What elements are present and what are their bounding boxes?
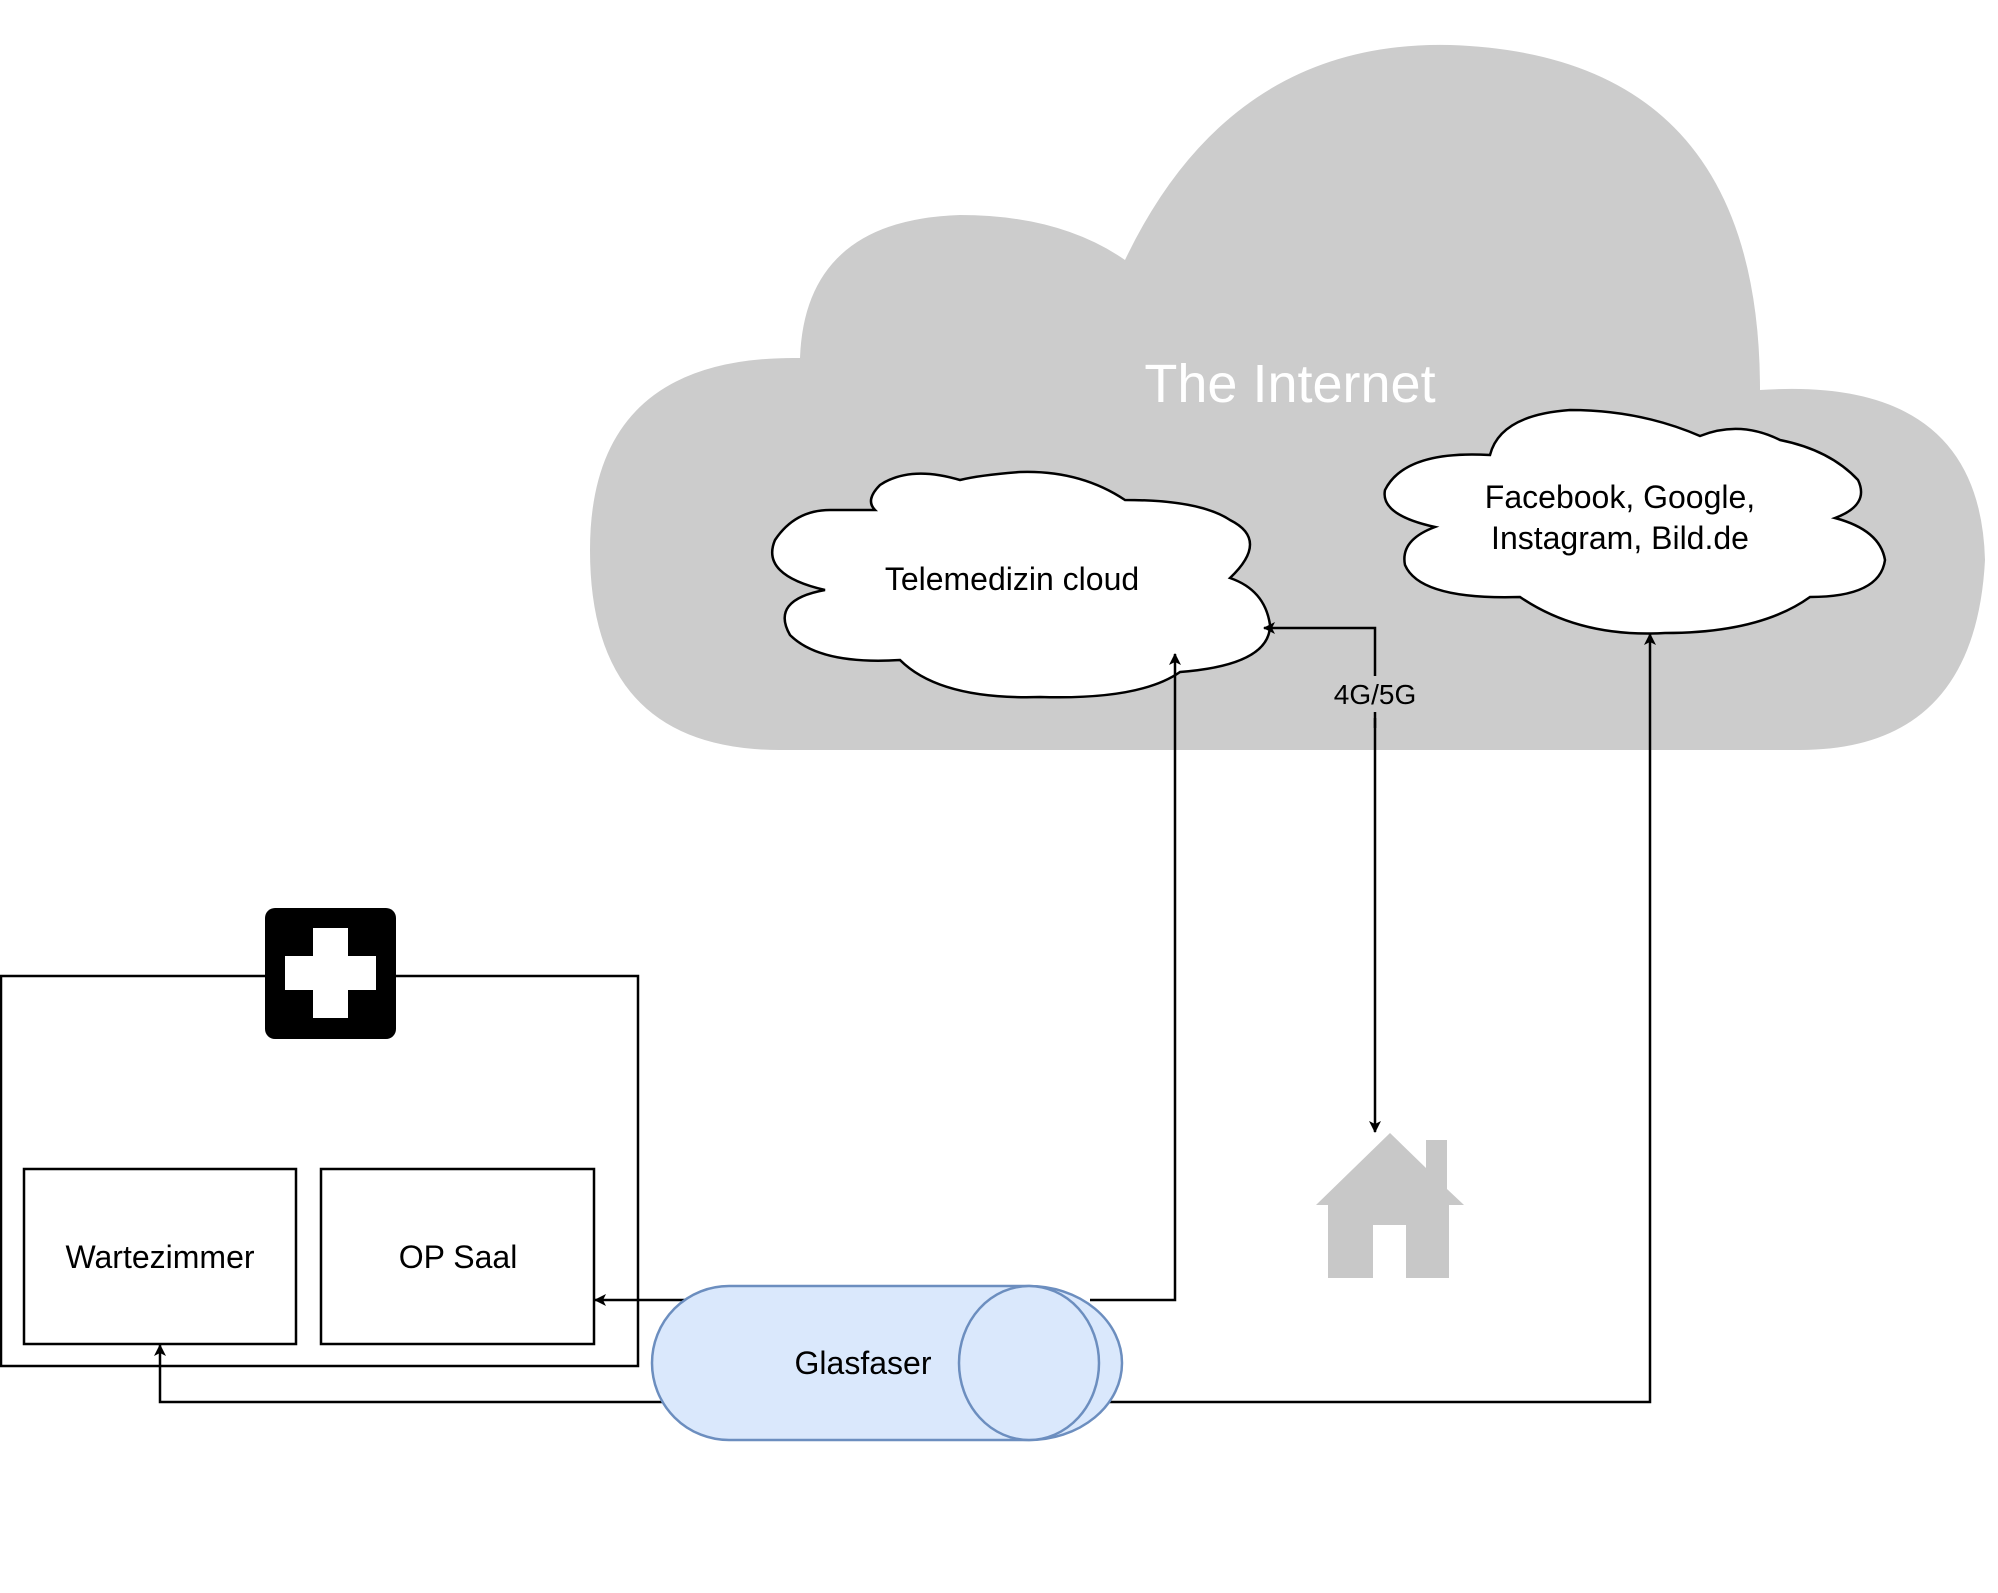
room-wartezimmer[interactable]: Wartezimmer [22,1167,298,1346]
social-media-cloud[interactable]: Facebook, Google, Instagram, Bild.de [1383,408,1887,635]
hospital: Wartezimmer OP Saal [0,908,640,1368]
mobile-connection-label: 4G/5G [1327,676,1423,712]
fiber-to-wartezimmer-connector [154,1344,665,1404]
mobile-connection-text: 4G/5G [1334,679,1416,710]
room-wartezimmer-label: Wartezimmer [65,1239,254,1275]
room-op-saal-label: OP Saal [399,1239,518,1275]
house-icon [1316,1133,1464,1278]
connectors [154,622,1656,1404]
fiber-cylinder[interactable]: Glasfaser [650,1284,1124,1442]
fiber-to-social-media-connector [1100,633,1656,1404]
fiber-label: Glasfaser [795,1345,932,1381]
internet-cloud: The Internet [590,44,1985,750]
internet-title: The Internet [1144,354,1435,414]
telemedizin-cloud[interactable]: Telemedizin cloud [770,470,1272,699]
social-media-line1: Facebook, Google, [1485,479,1755,515]
telemedizin-cloud-label: Telemedizin cloud [885,561,1139,597]
fiber-to-telemedizin-connector [1090,653,1181,1302]
social-media-line2: Instagram, Bild.de [1491,520,1749,556]
room-op-saal[interactable]: OP Saal [319,1167,596,1346]
first-aid-cross-icon [265,908,396,1039]
